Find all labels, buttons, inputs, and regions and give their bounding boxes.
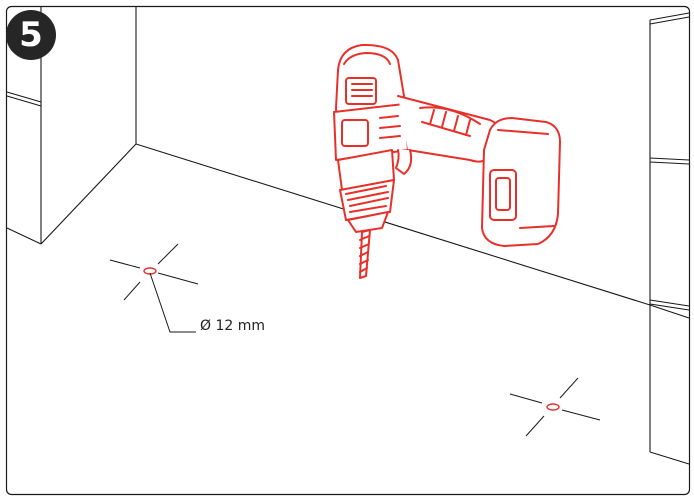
floor-edges [135, 143, 690, 319]
cordless-drill-icon [333, 43, 561, 279]
right-cabinet [649, 12, 690, 465]
drill-hole-crosshair-icon [109, 243, 199, 333]
step-number-badge: 5 [6, 10, 56, 60]
left-wall [6, 6, 137, 245]
drill-hole-crosshair-icon [509, 377, 601, 437]
hole-diameter-label: Ø 12 mm [200, 318, 266, 334]
panel-frame [5, 5, 691, 496]
